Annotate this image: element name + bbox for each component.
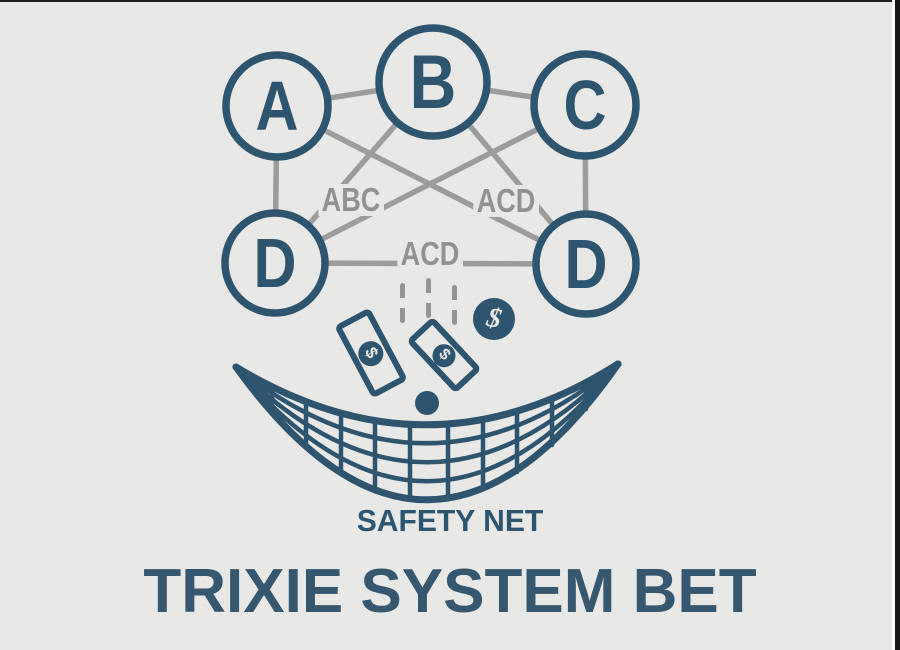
right-edge-highlight	[892, 0, 895, 650]
safety-net-caption: SAFETY NET	[356, 503, 544, 538]
fall-dash-left-icon	[400, 283, 405, 323]
dollar-sign: $	[435, 345, 454, 364]
combo-label-abc: ABC	[318, 183, 384, 216]
dollar-sign: $	[360, 344, 383, 362]
node-d2-label: D	[564, 225, 608, 303]
combo-label-acd-right: ACD	[473, 184, 539, 217]
page-title: TRIXIE SYSTEM BET	[143, 557, 757, 626]
fall-dash-right-icon	[452, 285, 457, 325]
top-edge-line	[0, 0, 900, 2]
dollar-sign: $	[484, 301, 505, 336]
fall-dash-middle-icon	[426, 278, 431, 318]
dollar-disc-icon: $	[427, 338, 461, 372]
node-c-label: C	[563, 66, 607, 144]
node-d1-label: D	[253, 224, 297, 302]
combo-label-acd-bottom: ACD	[397, 237, 463, 270]
node-circles	[221, 24, 640, 318]
safety-net-icon	[232, 360, 622, 504]
right-edge-line	[895, 0, 900, 650]
coin-icon: $	[473, 298, 515, 340]
dollar-disc-icon: $	[354, 336, 388, 370]
falling-ball-icon	[415, 391, 439, 415]
node-a-label: A	[255, 67, 299, 145]
node-b-label: B	[409, 39, 457, 125]
